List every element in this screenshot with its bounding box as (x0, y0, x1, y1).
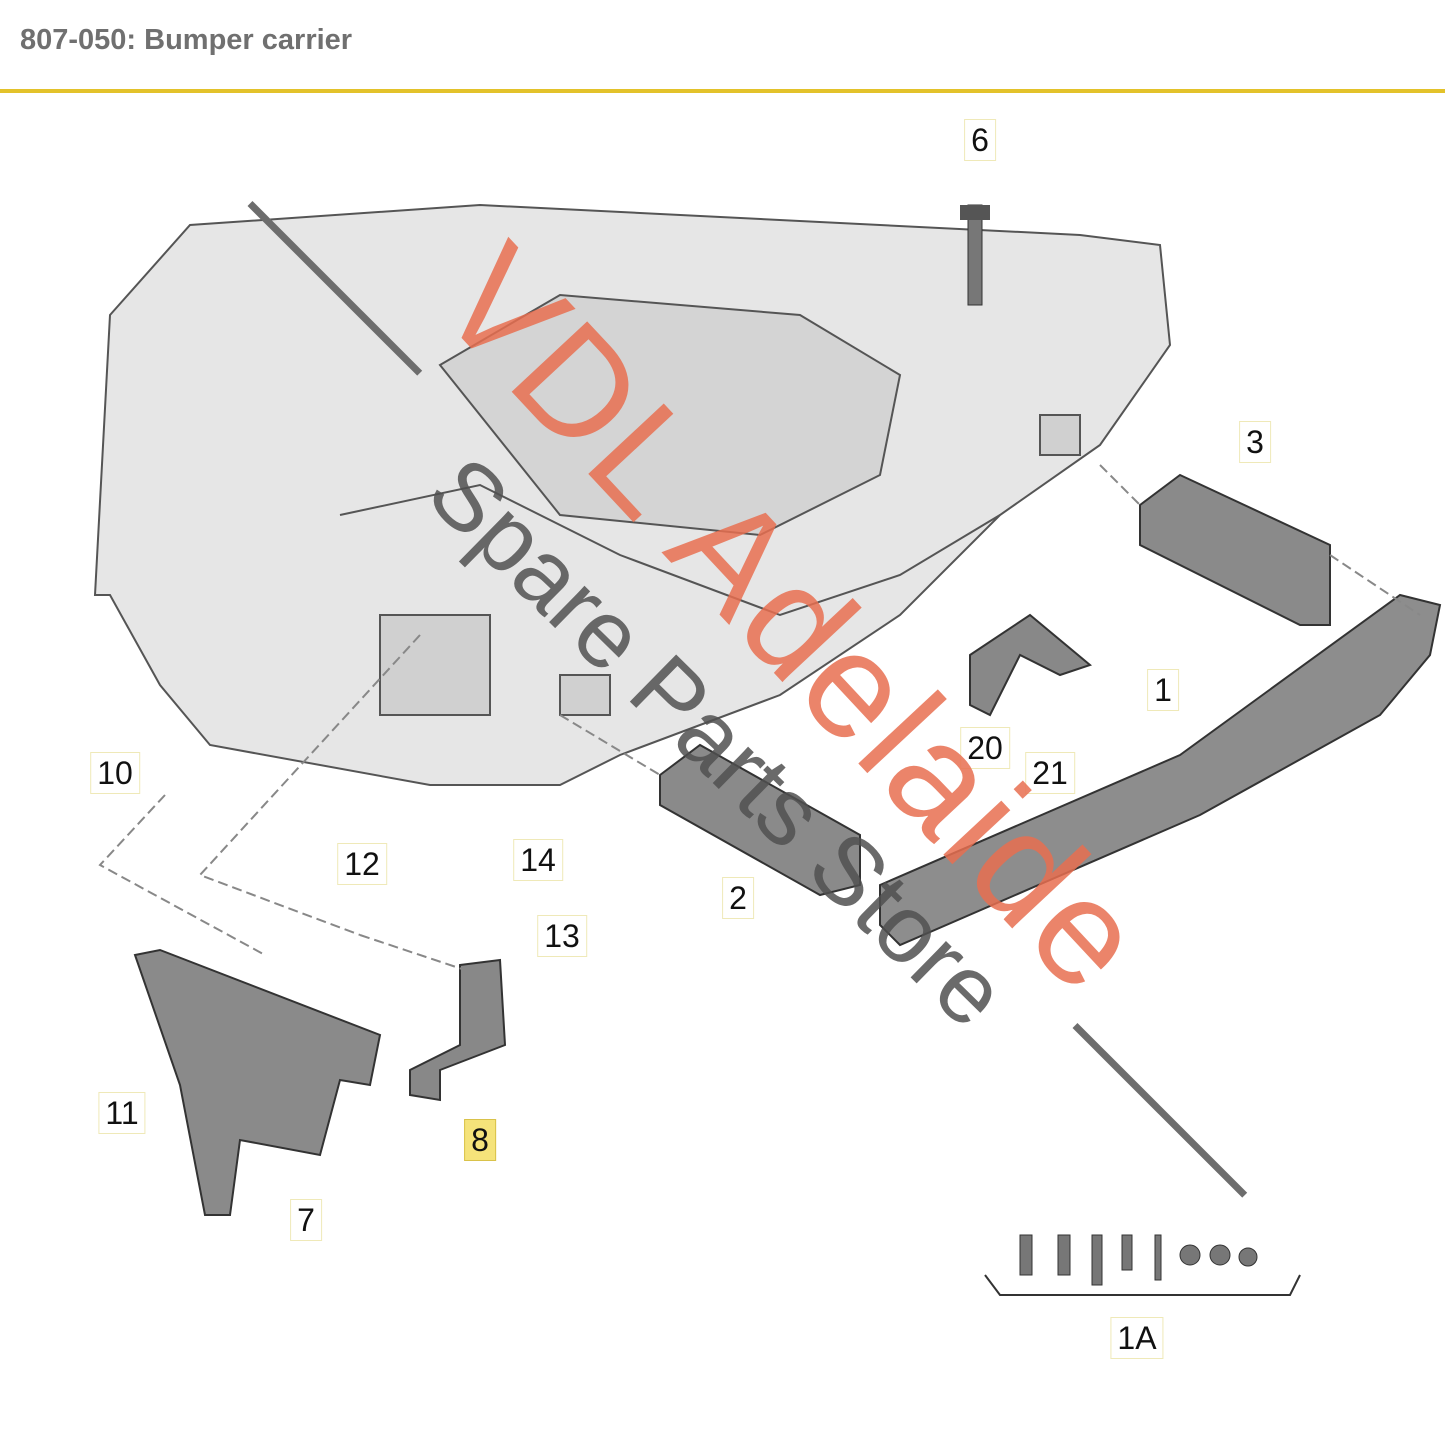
callout-10[interactable]: 10 (90, 752, 140, 794)
callout-7[interactable]: 7 (290, 1199, 322, 1241)
callout-21[interactable]: 21 (1025, 752, 1075, 794)
callout-1a[interactable]: 1A (1110, 1317, 1164, 1359)
header-divider (0, 89, 1445, 93)
exploded-parts-diagram (93, 203, 1442, 1296)
part-2-crash-box-left (659, 743, 861, 897)
callout-11[interactable]: 11 (98, 1092, 146, 1134)
part-3-crash-box-right (1139, 473, 1331, 626)
callout-12[interactable]: 12 (337, 843, 387, 885)
part-20-bracket (969, 613, 1093, 717)
callout-1[interactable]: 1 (1147, 669, 1179, 711)
callout-6[interactable]: 6 (964, 119, 996, 161)
header: 807-050: Bumper carrier (0, 0, 1445, 90)
callout-14[interactable]: 14 (513, 839, 563, 881)
part-1-bumper-carrier (879, 593, 1442, 947)
part-6-bolt (960, 204, 990, 306)
part-1a-fastener-set (984, 1234, 1301, 1296)
callout-2[interactable]: 2 (722, 877, 754, 919)
callout-13[interactable]: 13 (537, 915, 587, 957)
callout-20[interactable]: 20 (960, 727, 1010, 769)
car-rear-body (93, 203, 1172, 786)
callout-3[interactable]: 3 (1239, 421, 1271, 463)
dashed-leader-lines (98, 464, 1421, 976)
callout-8-highlighted[interactable]: 8 (464, 1119, 496, 1161)
part-8-holder (409, 958, 507, 1102)
part-7-bumper-guide (133, 948, 382, 1216)
page-title: 807-050: Bumper carrier (20, 24, 353, 56)
